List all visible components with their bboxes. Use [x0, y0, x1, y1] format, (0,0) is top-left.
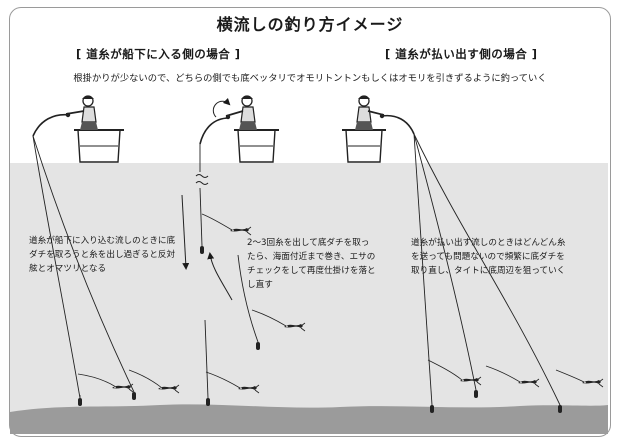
- right-heading: [ 道糸が払い出す側の場合 ]: [385, 47, 538, 61]
- reel-rotation-arrow-icon: [212, 97, 231, 118]
- motion-arrows-center: [181, 194, 233, 301]
- lines-center: [195, 144, 259, 399]
- note-left: 道糸が船下に入り込む流しのときに底ダチを取ろうと糸を出し過ぎると反対舷とオマツリ…: [29, 236, 176, 274]
- angler-center: [225, 95, 257, 130]
- boat-right: [342, 129, 386, 163]
- angler-left: [65, 95, 98, 130]
- rod-right: [381, 114, 415, 135]
- seabed: [10, 404, 608, 434]
- lines-right: [413, 133, 561, 406]
- angler-right: [355, 95, 385, 130]
- rigs-left: [77, 369, 180, 406]
- subtitle: 根掛かりが少ないので、どちらの側でも底ベッタリでオモリトントンもしくはオモリを引…: [73, 73, 547, 84]
- lines-left: [32, 135, 135, 399]
- rod-left: [32, 113, 71, 137]
- left-heading: [ 道糸が船下に入る側の場合 ]: [76, 47, 241, 61]
- sea-area: [10, 163, 608, 434]
- note-right: 道糸が払い出す流しのときはどんどん糸を送っても問題ないので頻繁に底ダチを取り直し…: [411, 238, 566, 276]
- note-center: 2～3回糸を出して底ダチを取ったら、海面付近まで巻き、エサのチェックをして再度仕…: [247, 238, 376, 290]
- rigs-center: [200, 213, 306, 406]
- rod-center: [199, 117, 230, 145]
- rigs-right: [427, 359, 604, 413]
- boat-left: [74, 129, 124, 163]
- diagram-title: 横流しの釣り方イメージ: [216, 15, 404, 34]
- boat-center: [234, 129, 279, 163]
